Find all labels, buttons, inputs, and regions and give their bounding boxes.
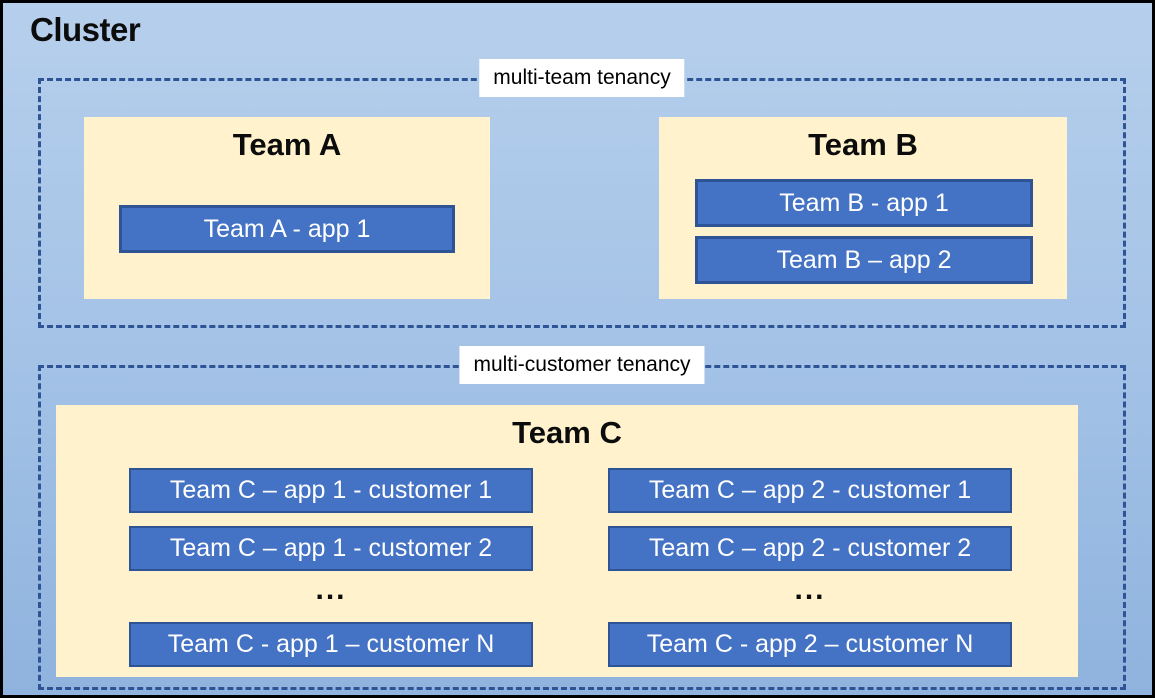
team-c-app-2-customer-2-box: Team C – app 2 - customer 2 — [608, 526, 1012, 571]
team-a-app-1-box: Team A - app 1 — [119, 205, 455, 253]
team-c-app-1-customer-2-box: Team C – app 1 - customer 2 — [129, 526, 533, 571]
team-c-app-2-customer-1-box: Team C – app 2 - customer 1 — [608, 468, 1012, 513]
team-b-title: Team B — [808, 127, 918, 162]
cluster-title: Cluster — [30, 11, 141, 48]
team-c-app-1-customer-n-box: Team C - app 1 – customer N — [129, 622, 533, 667]
team-c-app-1-customer-1-box: Team C – app 1 - customer 1 — [129, 468, 533, 513]
team-c-box: Team C Team C – app 1 - customer 1 Team … — [56, 405, 1078, 677]
team-a-box: Team A Team A - app 1 — [84, 117, 490, 299]
team-c-app-1-ellipsis: ... — [315, 573, 347, 606]
multi-team-tenancy-zone: multi-team tenancy Team A Team A - app 1… — [38, 59, 1126, 328]
team-b-box: Team B Team B - app 1 Team B – app 2 — [659, 117, 1067, 299]
team-a-title: Team A — [232, 127, 342, 162]
team-b-app-2-box: Team B – app 2 — [695, 236, 1033, 284]
team-c-app-2-column: Team C – app 2 - customer 1 Team C – app… — [608, 468, 1012, 680]
team-c-title: Team C — [512, 415, 622, 450]
multi-customer-tenancy-label: multi-customer tenancy — [459, 346, 705, 384]
multi-customer-tenancy-zone: multi-customer tenancy Team C Team C – a… — [38, 346, 1126, 690]
multi-team-tenancy-label: multi-team tenancy — [479, 59, 685, 97]
team-b-app-1-box: Team B - app 1 — [695, 179, 1033, 227]
team-c-app-2-customer-n-box: Team C - app 2 – customer N — [608, 622, 1012, 667]
team-c-app-1-column: Team C – app 1 - customer 1 Team C – app… — [129, 468, 533, 680]
team-c-app-2-ellipsis: ... — [794, 573, 826, 606]
